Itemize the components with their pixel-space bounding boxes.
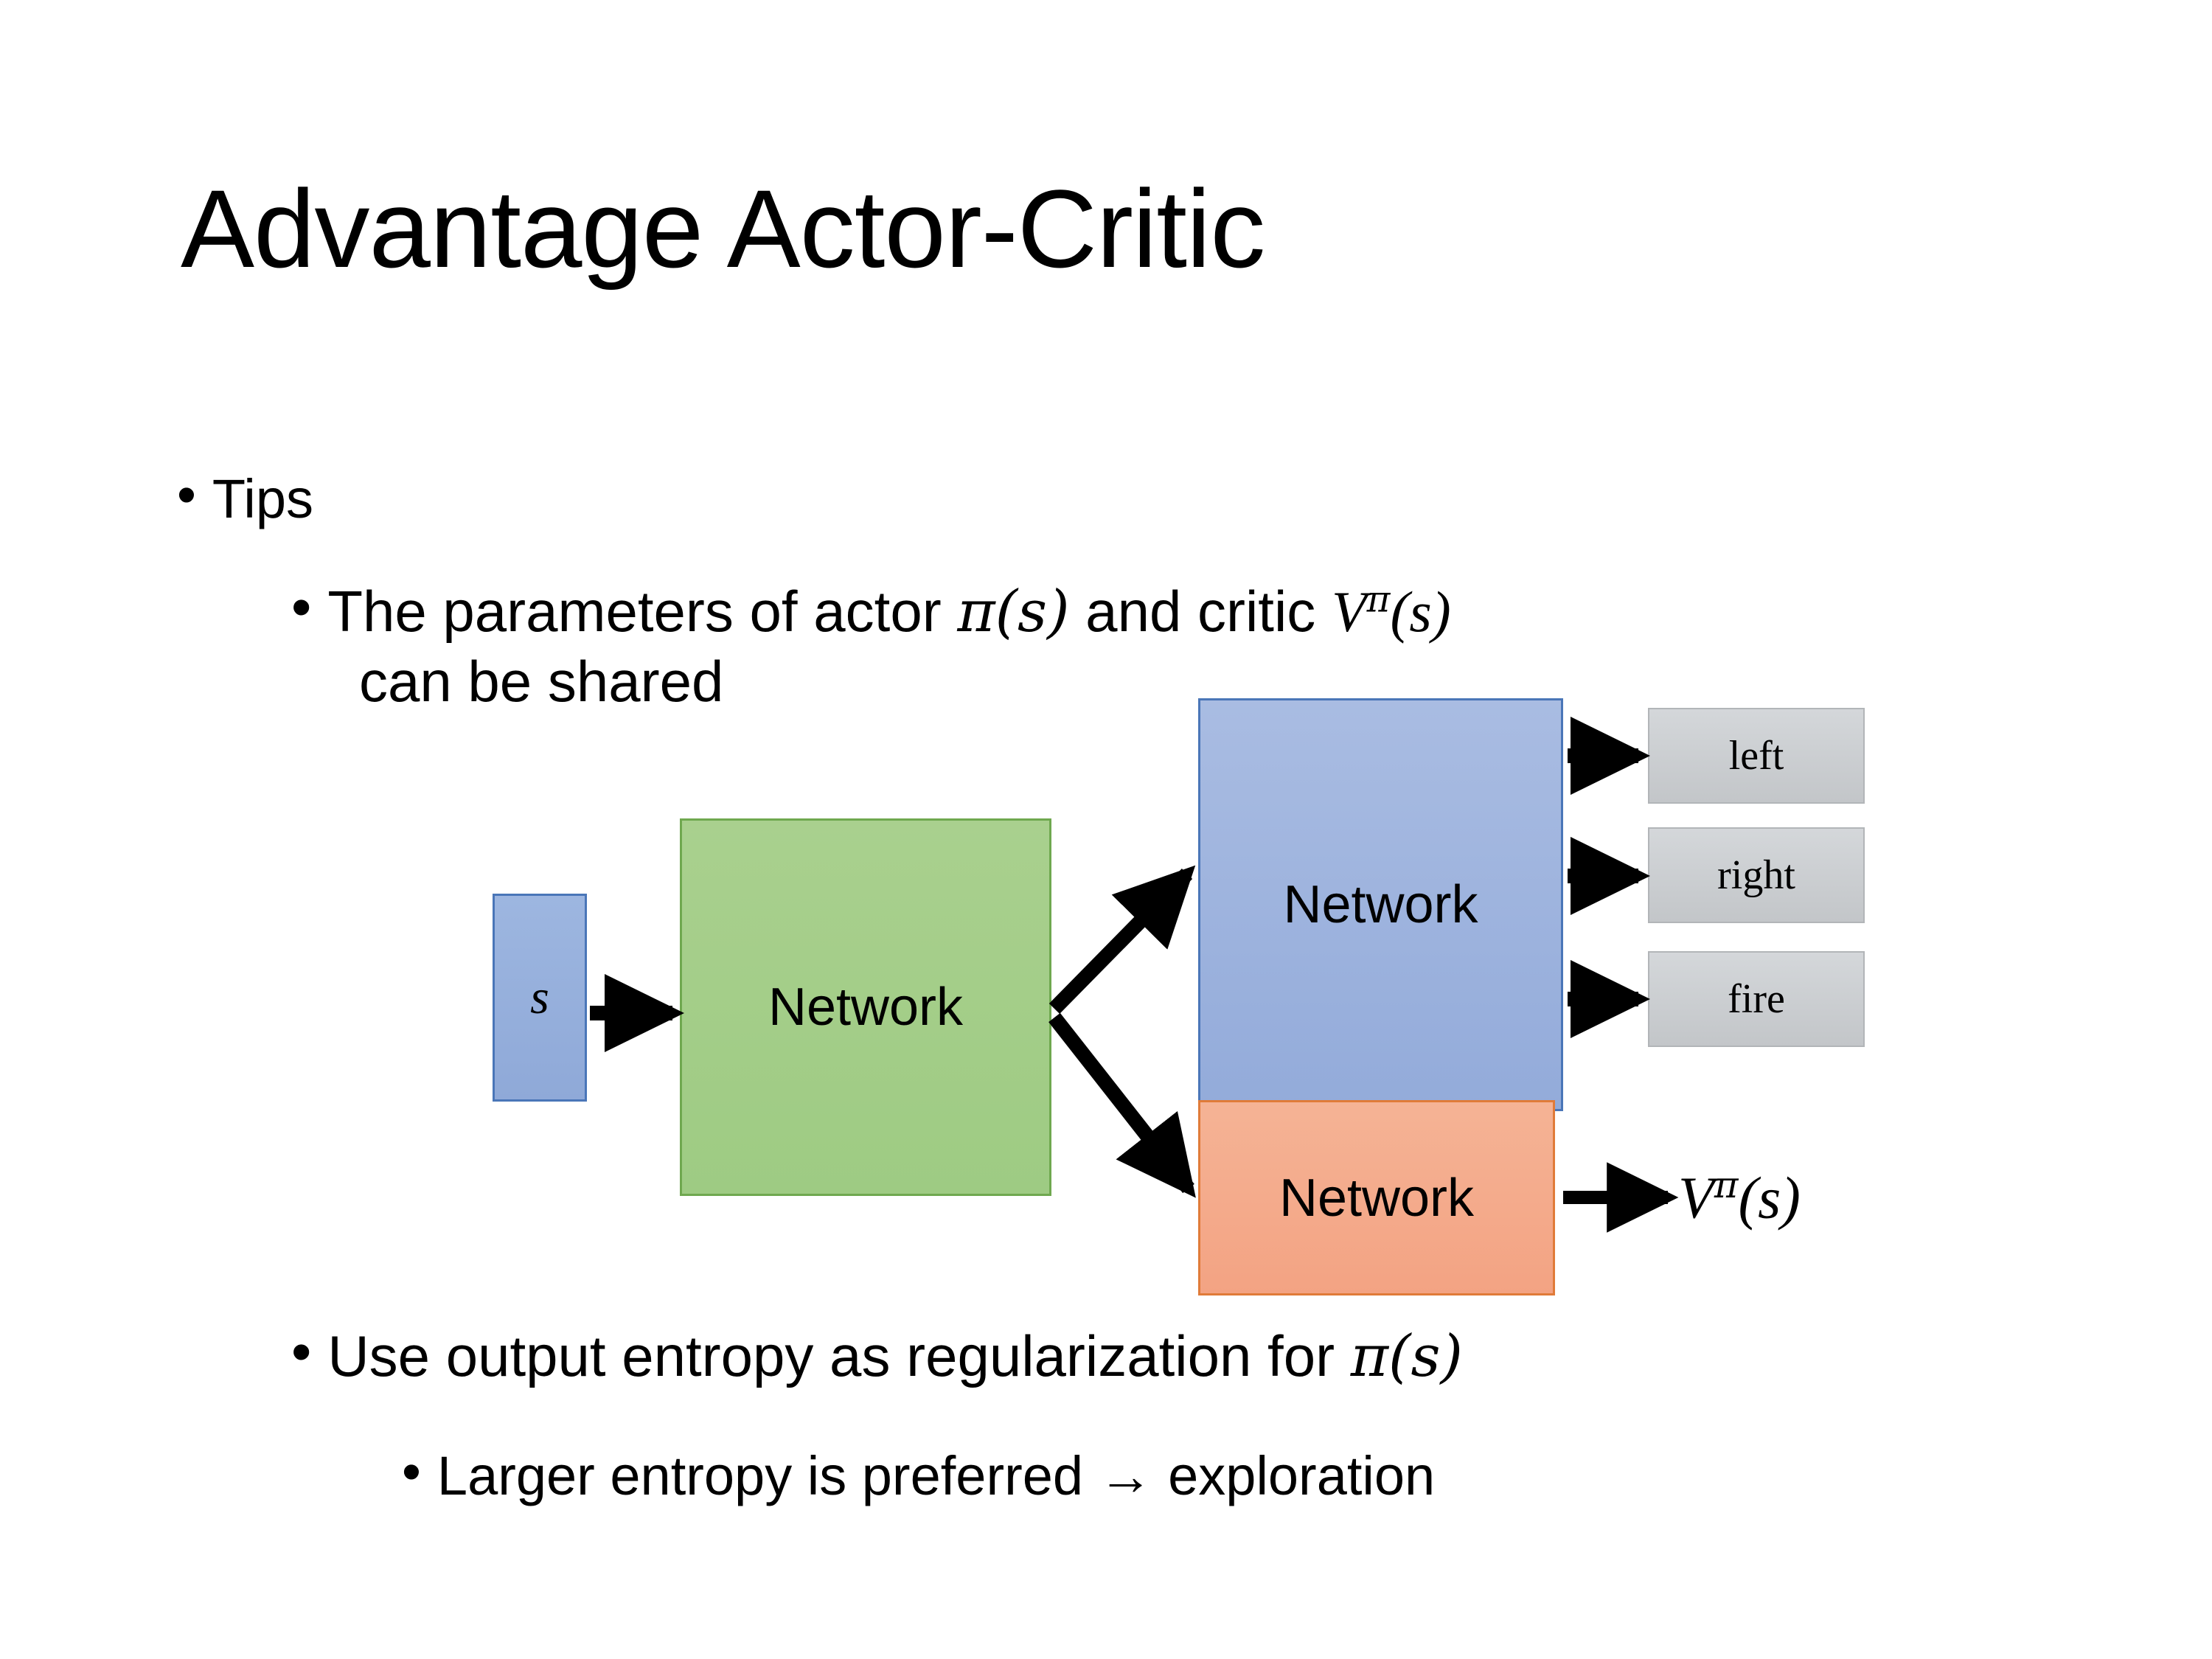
bullet-tips: • Tips [177,464,313,530]
critic-output-symbol: Vπ(s) [1678,1164,1801,1232]
action-output-fire: fire [1648,951,1865,1047]
critic-output-superscript: π [1714,1164,1739,1206]
action-output-left-label: left [1728,733,1784,779]
shared-network-box: Network [680,818,1051,1196]
bullet-larger-entropy-text: Larger entropy is preferred → exploratio… [437,1444,1436,1506]
critic-network-box: Network [1198,1100,1555,1295]
state-symbol: s [530,970,549,1024]
action-output-right-label: right [1717,852,1795,898]
shared-network-label: Network [768,978,964,1037]
critic-output-base: V [1678,1166,1714,1231]
action-output-right: right [1648,827,1865,923]
state-input-box: s [493,894,587,1102]
arrow-shared-to-actor [1048,865,1196,1015]
actor-network-label: Network [1283,875,1478,934]
bullet-larger-entropy: • Larger entropy is preferred → explorati… [402,1441,1435,1507]
bullet-entropy-regularization: •Use output entropy as regularization fo… [291,1319,1463,1391]
policy-symbol: π(s) [1350,1324,1463,1391]
actor-policy-symbol: π(s) [957,579,1070,646]
bullet-params-prefix: The parameters of actor [327,579,958,644]
bullet-marker-icon: • [291,574,312,639]
page-title: Advantage Actor-Critic [181,167,1265,291]
critic-output-argument: (s) [1738,1166,1801,1231]
bullet-marker-icon: • [177,464,196,525]
critic-network-label: Network [1279,1168,1475,1228]
action-output-fire-label: fire [1728,976,1785,1022]
arrow-shared-to-critic [1048,1012,1196,1198]
actor-network-box: Network [1198,698,1563,1111]
critic-value-symbol-argument: (s) [1390,580,1451,644]
critic-value-symbol-base: V [1331,580,1367,644]
bullet-params-middle: and critic [1069,579,1332,644]
bullet-tips-label: Tips [212,467,313,529]
bullet-entropy-text: Use output entropy as regularization for [327,1324,1351,1389]
bullet-marker-icon: • [291,1319,312,1384]
bullet-marker-icon: • [402,1441,421,1502]
critic-value-symbol-superscript: π [1366,579,1391,621]
bullet-params-line2: can be shared [359,648,724,714]
action-output-left: left [1648,708,1865,804]
bullet-shared-parameters: •The parameters of actor π(s) and critic… [291,574,1451,714]
